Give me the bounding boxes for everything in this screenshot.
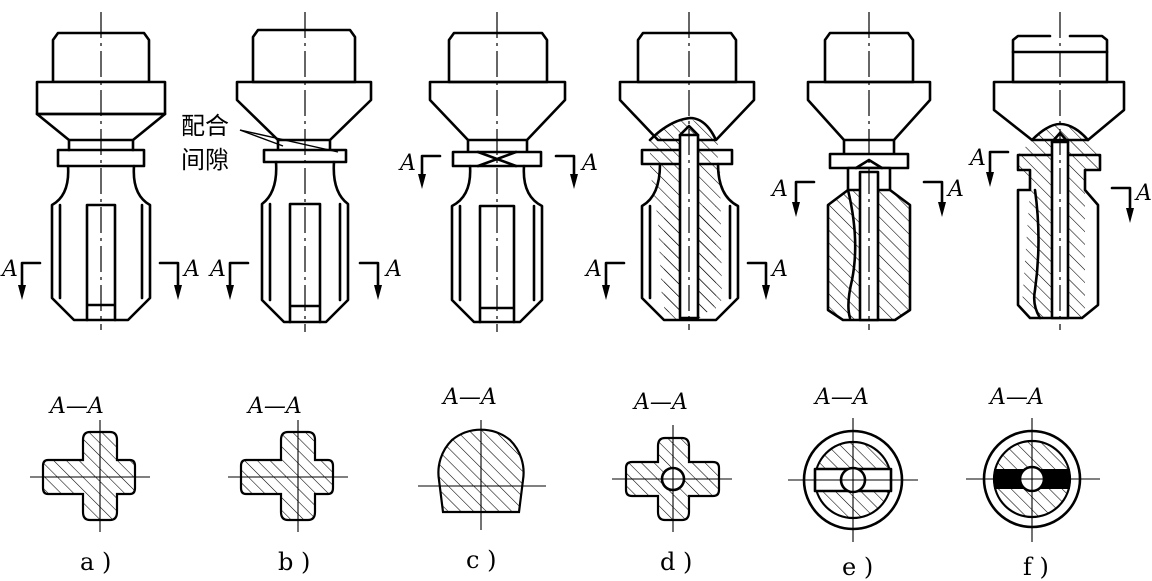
caption-c: c )	[466, 546, 496, 574]
section-label-c-left: A	[398, 151, 416, 176]
panel-d-side-view: A A	[584, 12, 788, 330]
annotation-clearance: 间隙	[181, 146, 229, 174]
panel-d-section: A—A d )	[612, 390, 732, 576]
section-label-d-right: A	[770, 257, 788, 282]
panel-b-section: A—A b )	[228, 394, 348, 576]
section-label-e-left: A	[770, 177, 788, 202]
panel-e-section: A—A e )	[788, 385, 918, 581]
section-label-e-right: A	[946, 177, 964, 202]
panel-a-side-view: A A	[0, 12, 200, 330]
panel-f-side-view: A A	[968, 12, 1152, 330]
section-label-a-right: A	[182, 257, 200, 282]
panel-c-side-view: A A	[398, 12, 598, 332]
caption-d: d )	[660, 548, 692, 576]
caption-f: f )	[1023, 553, 1049, 581]
section-title-c: A—A	[441, 385, 497, 410]
panel-e-side-view: A A	[770, 12, 964, 330]
caption-a: a )	[80, 548, 111, 576]
section-title-a: A—A	[48, 394, 104, 419]
fit-clearance-leader	[239, 129, 339, 153]
panel-b-side-view: 配合 间隙 A A	[181, 12, 402, 332]
section-marker-f	[986, 150, 1134, 223]
section-label-b-right: A	[384, 257, 402, 282]
section-label-c-right: A	[580, 151, 598, 176]
section-label-f-right: A	[1134, 181, 1152, 206]
section-marker-e	[792, 180, 946, 217]
annotation-fit: 配合	[181, 112, 229, 140]
section-label-b-left: A	[208, 257, 226, 282]
section-marker-a	[18, 261, 182, 300]
caption-b: b )	[278, 548, 310, 576]
section-label-a-left: A	[0, 257, 18, 282]
section-marker-c	[418, 154, 578, 189]
caption-e: e )	[842, 553, 873, 581]
section-title-d: A—A	[632, 390, 688, 415]
panel-a-section: A—A a )	[30, 394, 150, 576]
section-title-b: A—A	[246, 394, 302, 419]
section-label-f-left: A	[968, 146, 986, 171]
panel-f-section: A—A f )	[966, 385, 1100, 581]
section-title-e: A—A	[813, 385, 869, 410]
panel-c-section: A—A c )	[418, 385, 546, 574]
section-marker-d	[602, 261, 770, 300]
section-marker-b	[226, 261, 382, 300]
section-title-f: A—A	[988, 385, 1044, 410]
section-label-d-left: A	[584, 257, 602, 282]
